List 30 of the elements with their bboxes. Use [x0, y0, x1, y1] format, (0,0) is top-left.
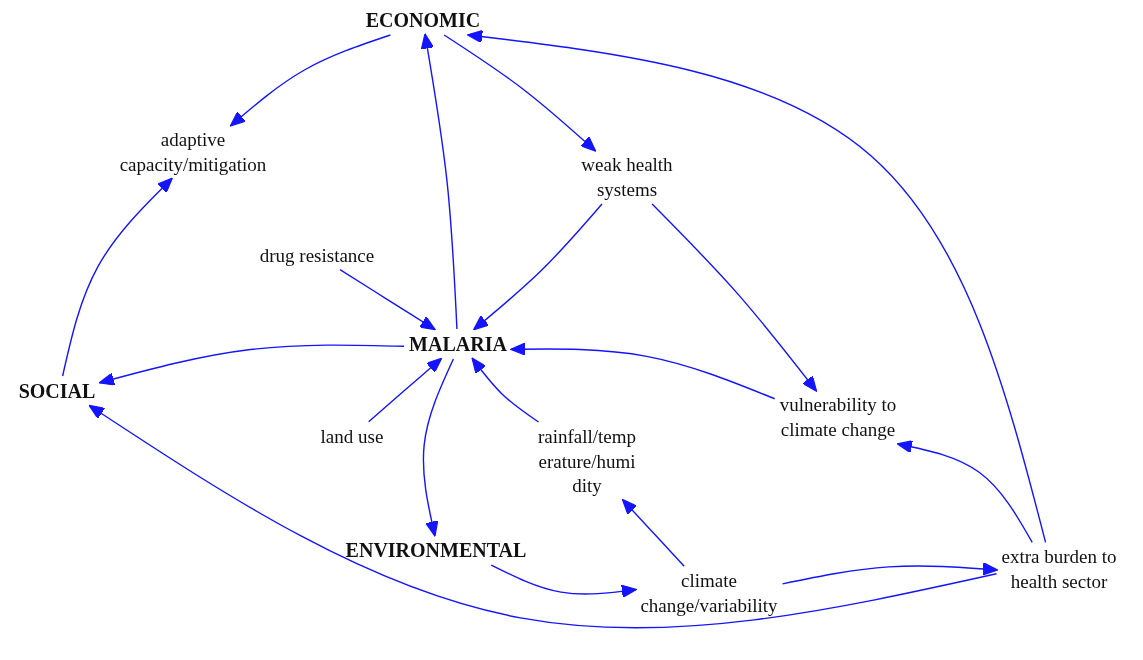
arrow — [621, 498, 685, 567]
node-label: vulnerability to climate change — [758, 393, 918, 443]
node-label: ENVIRONMENTAL — [336, 537, 536, 563]
arrow — [510, 342, 776, 400]
arrow — [229, 34, 392, 127]
node-label: climate change/variability — [619, 569, 799, 619]
arrow — [422, 358, 455, 537]
node-label: land use — [302, 424, 402, 450]
node-label: SOCIAL — [7, 378, 107, 404]
arrow — [490, 564, 638, 598]
arrow — [651, 203, 818, 392]
arrow — [420, 33, 458, 330]
arrow — [98, 344, 405, 386]
arrow — [367, 357, 443, 423]
arrow — [471, 357, 540, 423]
arrow — [443, 34, 597, 152]
node-label: MALARIA — [393, 331, 523, 357]
arrow — [466, 30, 1047, 543]
node-label: extra burden to health sector — [984, 545, 1134, 595]
node-label: drug resistance — [232, 243, 402, 269]
node-label: adaptive capacity/mitigation — [98, 128, 288, 178]
arrow — [781, 562, 999, 585]
node-label: ECONOMIC — [358, 7, 488, 33]
node-label: rainfall/temp erature/humi dity — [524, 424, 650, 500]
arrow — [473, 203, 603, 331]
arrow — [61, 177, 173, 377]
arrow — [896, 440, 1033, 543]
arrow — [88, 404, 998, 629]
node-label: weak health systems — [562, 153, 692, 203]
arrow — [339, 268, 436, 331]
